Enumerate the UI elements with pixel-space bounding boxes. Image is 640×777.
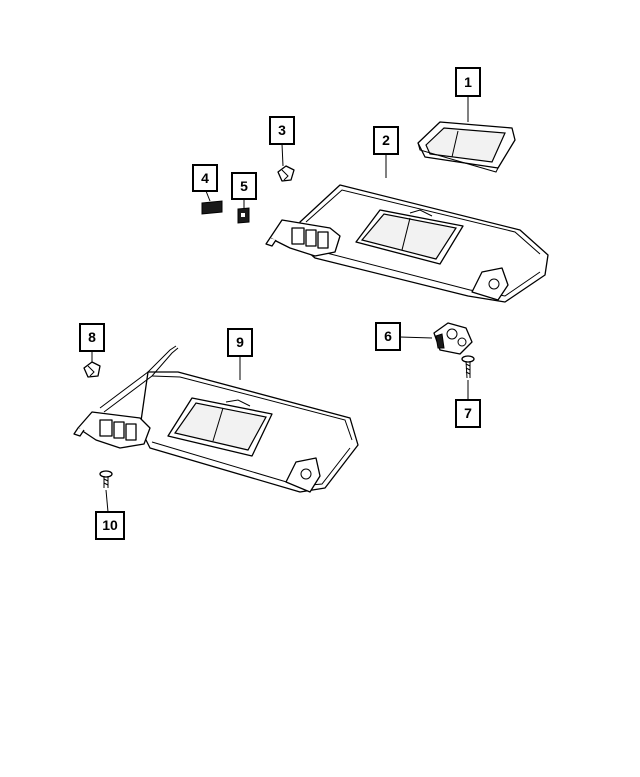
callout-2-label: 2 — [382, 132, 390, 148]
callout-6: 6 — [375, 322, 401, 351]
callout-3: 3 — [269, 116, 295, 145]
callout-7-label: 7 — [464, 405, 472, 421]
callout-8-label: 8 — [88, 329, 96, 345]
part-1-mirror — [417, 121, 516, 173]
callout-3-label: 3 — [278, 122, 286, 138]
callout-9-label: 9 — [236, 334, 244, 350]
part-7-screw — [461, 355, 475, 379]
part-2-sun-visor — [265, 184, 549, 303]
callout-4-label: 4 — [201, 170, 209, 186]
part-8-clip — [83, 361, 101, 378]
callout-9: 9 — [227, 328, 253, 357]
part-4-pad — [201, 200, 223, 215]
leader-6 — [399, 336, 433, 339]
part-9-sun-visor — [73, 345, 359, 493]
callout-4: 4 — [192, 164, 218, 192]
callout-6-label: 6 — [384, 328, 392, 344]
part-10-screw — [99, 470, 113, 488]
callout-1-label: 1 — [464, 74, 472, 90]
callout-10-label: 10 — [102, 517, 118, 533]
part-5-pad — [237, 207, 250, 224]
part-6-bracket — [433, 322, 473, 355]
callout-5: 5 — [231, 172, 257, 200]
callout-7: 7 — [455, 399, 481, 428]
callout-2: 2 — [373, 126, 399, 155]
leader-3 — [281, 143, 284, 167]
leader-lines — [91, 96, 469, 513]
part-3-clip — [277, 165, 295, 182]
leader-4 — [205, 190, 211, 202]
callout-5-label: 5 — [240, 178, 248, 194]
leader-10 — [105, 489, 109, 513]
callout-8: 8 — [79, 323, 105, 352]
callout-1: 1 — [455, 67, 481, 97]
callout-10: 10 — [95, 511, 125, 540]
